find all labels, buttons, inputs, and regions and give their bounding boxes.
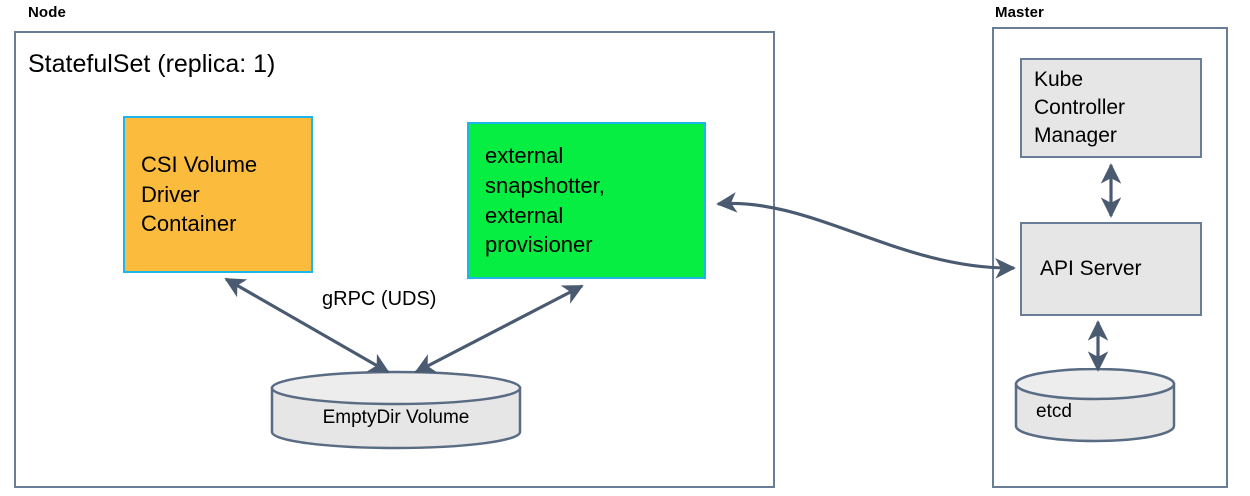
statefulset-title: StatefulSet (replica: 1) (28, 50, 276, 78)
etcd-label: etcd (1036, 401, 1072, 422)
master-group-label: Master (995, 4, 1044, 21)
emptydir-volume-shape (270, 370, 522, 450)
etcd-shape (1014, 367, 1176, 443)
grpc-edge-label: gRPC (UDS) (322, 288, 437, 310)
external-components-box[interactable]: external snapshotter, external provision… (467, 122, 706, 279)
csi-volume-driver-container-box[interactable]: CSI Volume Driver Container (123, 116, 313, 273)
kube-controller-manager-label: Kube Controller Manager (1034, 68, 1126, 147)
api-server-label: API Server (1040, 257, 1142, 281)
emptydir-volume-label: EmptyDir Volume (322, 407, 470, 428)
csi-volume-driver-container-label: CSI Volume Driver Container (141, 151, 258, 237)
node-group-label: Node (28, 4, 66, 21)
api-server-box[interactable]: API Server (1020, 222, 1202, 316)
kube-controller-manager-box[interactable]: Kube Controller Manager (1020, 58, 1202, 158)
etcd-cylinder[interactable]: etcd (1014, 367, 1176, 444)
external-components-label: external snapshotter, external provision… (485, 142, 605, 258)
emptydir-volume-cylinder[interactable]: EmptyDir Volume (270, 370, 522, 450)
